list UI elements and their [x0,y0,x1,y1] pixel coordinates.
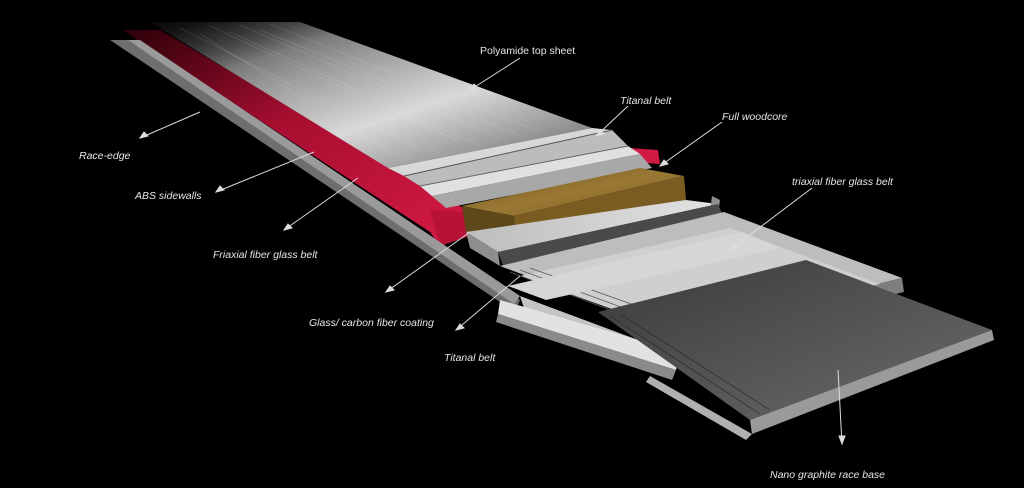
titanal-belt-top-layer [388,128,612,176]
nano-graphite-base-layer [598,260,992,420]
label-triaxial-belt-left: Friaxial fiber glass belt [213,249,318,261]
label-glass-carbon-coating: Glass/ carbon fiber coating [309,317,434,329]
base-front-edge [750,330,994,434]
leader-lines [138,57,846,446]
titanal-bottom-strip [498,300,680,370]
woodcore-top [462,168,684,216]
abs-sidewall-front [430,210,470,246]
label-nano-graphite-base: Nano graphite race base [770,469,885,481]
step-edge-line [419,145,629,187]
label-race-edge: Race-edge [79,150,131,162]
upper-step-1 [404,130,628,186]
triaxial-belt-plate [466,200,718,252]
titanal-bottom-strip-edge [496,314,676,380]
race-edge-layer [110,40,520,312]
base-lines [609,313,771,415]
triaxial-belt-fold-left [466,232,500,266]
label-full-woodcore: Full woodcore [722,111,788,123]
titanal-belt-bottom-layer [508,232,780,300]
grey-belt-stripe [520,228,880,330]
upper-step-3 [432,154,652,208]
triaxial-belt-channel [498,204,724,268]
brushed-texture [179,23,541,159]
label-triaxial-belt-right: triaxial fiber glass belt [792,176,893,188]
top-sheet-fade [150,22,592,168]
upper-step-2 [420,146,640,196]
label-titanal-belt-top: Titanal belt [620,95,672,107]
label-abs-sidewalls: ABS sidewalls [135,190,202,202]
abs-sidewall-layer [122,30,470,246]
label-polyamide-top-sheet: Polyamide top sheet [480,45,576,57]
lower-layer-left [128,40,520,304]
step-edge-line [403,129,613,177]
label-titanal-belt-bottom: Titanal belt [444,352,496,364]
bottom-base-strip [646,376,752,440]
